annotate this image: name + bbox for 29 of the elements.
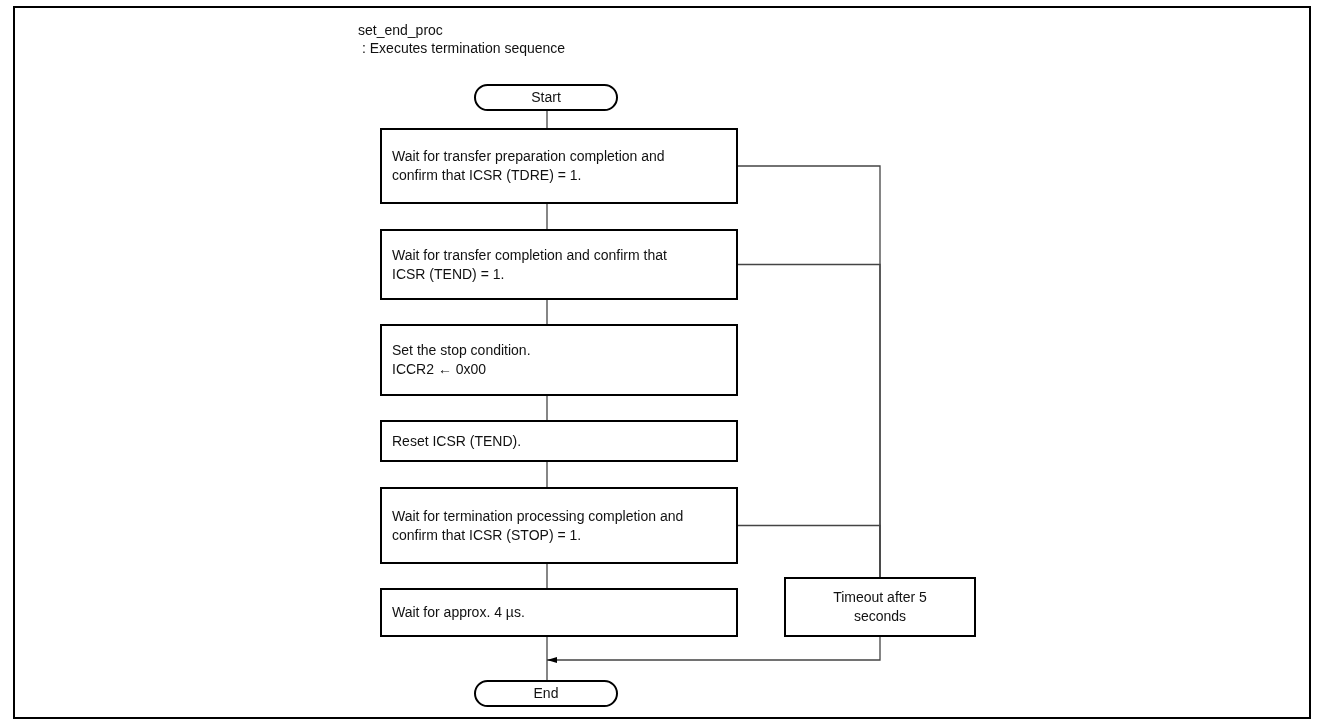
connector-line	[546, 110, 548, 129]
step-text: Wait for transfer preparation completion and confirm that ICSR (TDRE) = 1.	[392, 147, 666, 185]
connector-line	[737, 524, 881, 578]
terminal-box	[474, 680, 618, 707]
process-box	[784, 577, 976, 637]
step-text: End	[533, 684, 559, 703]
connector-line	[546, 636, 548, 681]
step-text: Wait for termination processing completion and confirm that ICSR (STOP) = 1.	[392, 506, 685, 545]
step-text: Set the stop condition. ICCR2 ← 0x00	[392, 341, 532, 379]
step-text: Start	[531, 88, 561, 107]
process-box	[380, 487, 738, 564]
process-box	[380, 588, 738, 637]
connector-line	[546, 203, 548, 230]
step-text: Wait for approx. 4 µs.	[392, 603, 525, 622]
terminal-box	[474, 84, 618, 111]
connector-line	[546, 395, 548, 421]
step-text: Reset ICSR (TEND).	[392, 431, 522, 451]
step-text: Wait for transfer completion and confirm that ICSR (TEND) = 1.	[392, 245, 668, 284]
process-box	[380, 229, 738, 300]
process-box	[380, 128, 738, 204]
connector-line	[546, 563, 548, 589]
connector-line	[546, 461, 548, 488]
connector-line	[546, 299, 548, 325]
process-box	[380, 324, 738, 396]
arrow	[546, 636, 881, 664]
step-text: Timeout after 5 seconds	[832, 588, 928, 626]
process-box	[380, 420, 738, 462]
procedure-name: set_end_proc	[358, 22, 443, 38]
procedure-description: : Executes termination sequence	[362, 40, 566, 56]
